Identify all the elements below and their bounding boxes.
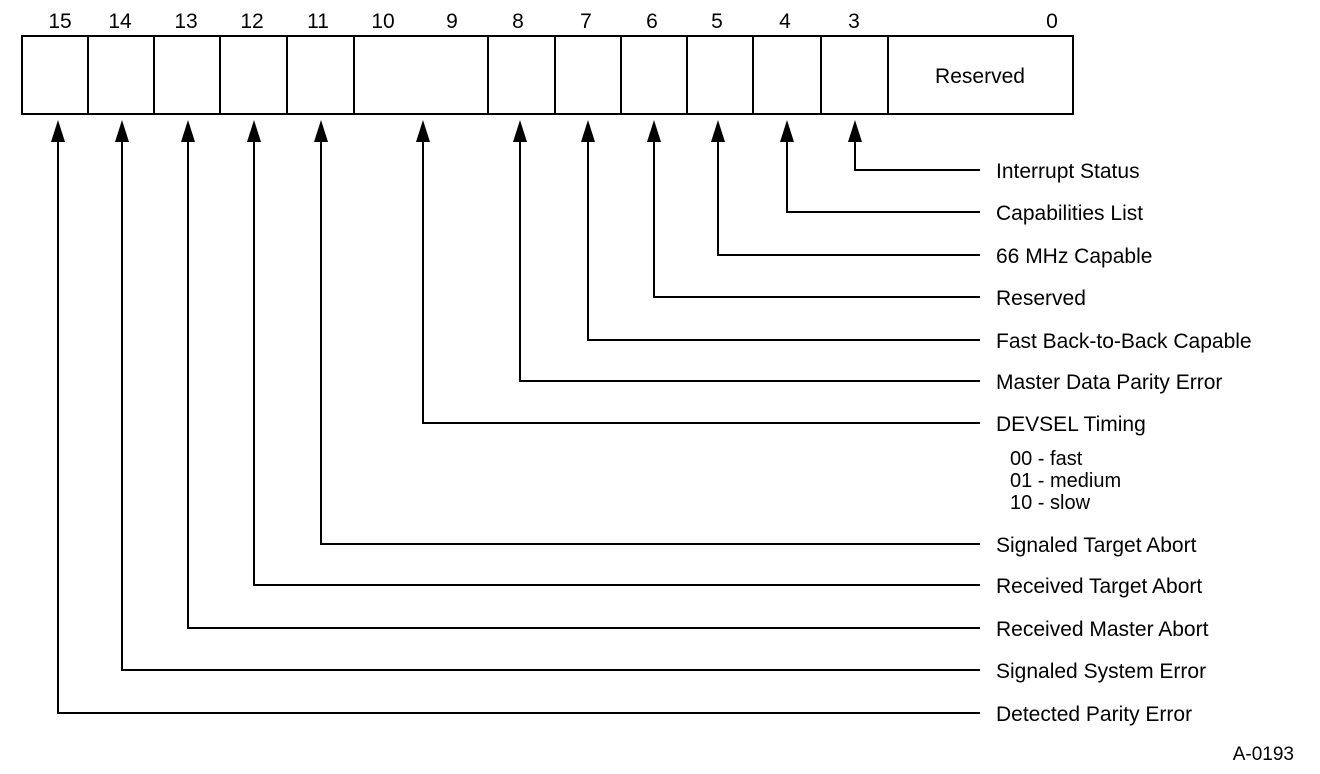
label-signaled-target-abort: Signaled Target Abort <box>996 534 1197 557</box>
register-box: Reserved <box>21 35 1074 115</box>
connector-bit-15 <box>57 140 980 714</box>
cell-bits-2-0-reserved <box>887 35 1074 115</box>
connector-bit-8 <box>519 140 980 382</box>
cell-bit-14 <box>87 35 155 115</box>
arrowhead-bit-11 <box>314 120 328 142</box>
label-received-target-abort: Received Target Abort <box>996 575 1202 598</box>
label-devsel-timing: DEVSEL Timing <box>996 413 1146 436</box>
bit-number-3: 3 <box>848 10 860 33</box>
label-signaled-system-error: Signaled System Error <box>996 660 1206 683</box>
bit-number-7: 7 <box>580 10 592 33</box>
cell-bit-5 <box>686 35 754 115</box>
bit-number-0: 0 <box>1046 10 1058 33</box>
bit-number-11: 11 <box>307 10 329 33</box>
arrowhead-bit-5 <box>711 120 725 142</box>
cell-bit-7 <box>554 35 622 115</box>
arrowhead-bit-13 <box>181 120 195 142</box>
cell-bit-4 <box>752 35 822 115</box>
label-66mhz-capable: 66 MHz Capable <box>996 245 1152 268</box>
label-master-data-parity-error: Master Data Parity Error <box>996 371 1222 394</box>
devsel-encoding-medium: 01 - medium <box>1010 470 1121 492</box>
devsel-encoding-fast: 00 - fast <box>1010 448 1083 470</box>
arrowhead-bit-3 <box>848 120 862 142</box>
bit-number-10: 10 <box>371 10 394 33</box>
connector-bit-6 <box>653 140 980 298</box>
arrowhead-bits-10-9 <box>416 120 430 142</box>
connector-bit-11 <box>320 140 980 545</box>
label-interrupt-status: Interrupt Status <box>996 160 1140 183</box>
devsel-encoding-slow: 10 - slow <box>1010 492 1091 514</box>
cell-bit-15 <box>21 35 89 115</box>
connector-bit-3 <box>854 140 980 171</box>
connector-bit-7 <box>587 140 980 341</box>
bit-number-6: 6 <box>646 10 658 33</box>
label-detected-parity-error: Detected Parity Error <box>996 703 1192 726</box>
label-capabilities-list: Capabilities List <box>996 202 1143 225</box>
bit-number-12: 12 <box>240 10 263 33</box>
connector-bit-14 <box>121 140 980 671</box>
cell-bit-12 <box>219 35 288 115</box>
arrowhead-bit-12 <box>247 120 261 142</box>
bit-number-5: 5 <box>711 10 723 33</box>
bit-number-13: 13 <box>174 10 197 33</box>
bit-number-14: 14 <box>108 10 132 33</box>
cell-bit-6 <box>620 35 688 115</box>
arrowhead-bit-7 <box>581 120 595 142</box>
connector-bits-10-9 <box>422 140 980 424</box>
arrowhead-bit-8 <box>513 120 527 142</box>
connector-bit-12 <box>253 140 980 586</box>
connector-bit-13 <box>187 140 980 629</box>
label-received-master-abort: Received Master Abort <box>996 618 1209 641</box>
connector-bit-4 <box>786 140 980 213</box>
label-reserved-bit-6: Reserved <box>996 287 1086 310</box>
cell-bit-11 <box>286 35 355 115</box>
cell-bit-8 <box>487 35 556 115</box>
connector-bit-5 <box>717 140 980 256</box>
arrowhead-bit-6 <box>647 120 661 142</box>
arrowhead-bit-15 <box>51 120 65 142</box>
bit-number-9: 9 <box>446 10 458 33</box>
cell-bit-3 <box>820 35 889 115</box>
bit-number-15: 15 <box>48 10 71 33</box>
connectors <box>51 120 980 714</box>
bit-number-row: 15 14 13 12 11 10 9 8 7 6 5 4 3 0 <box>48 10 1058 33</box>
figure-id: A-0193 <box>1233 744 1294 765</box>
label-fast-back-to-back: Fast Back-to-Back Capable <box>996 330 1252 353</box>
cell-bits-10-9 <box>353 35 489 115</box>
reserved-cell-label: Reserved <box>935 65 1025 88</box>
bit-number-8: 8 <box>512 10 524 33</box>
cell-bit-13 <box>153 35 221 115</box>
arrowhead-bit-14 <box>115 120 129 142</box>
field-labels: Interrupt Status Capabilities List 66 MH… <box>996 160 1252 726</box>
bit-number-4: 4 <box>779 10 791 33</box>
arrowhead-bit-4 <box>780 120 794 142</box>
